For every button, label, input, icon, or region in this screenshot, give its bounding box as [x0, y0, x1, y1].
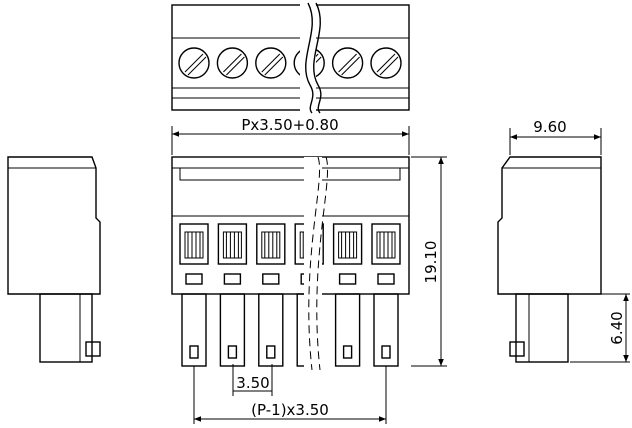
screw-row	[178, 47, 402, 79]
screw-head	[255, 47, 287, 79]
terminal-window	[256, 223, 286, 285]
terminal-row	[179, 223, 401, 285]
pin-row	[181, 293, 399, 367]
dim-height: 19.10	[411, 156, 447, 367]
dim-depth: 9.60	[509, 118, 602, 155]
dim-label-pin-length: 6.40	[608, 311, 626, 344]
terminal-window	[332, 223, 363, 285]
terminal-window	[371, 223, 401, 285]
screw-head	[331, 47, 364, 79]
dim-pin-length: 6.40	[570, 293, 630, 363]
dim-pitch: 3.50	[232, 364, 273, 396]
left-side-view	[7, 156, 101, 363]
top-view	[171, 2, 410, 114]
screw-head	[216, 47, 249, 79]
screw-head	[370, 47, 402, 79]
terminal-window	[217, 223, 248, 285]
dim-label-height: 19.10	[422, 241, 440, 284]
pin	[258, 293, 284, 367]
pin	[219, 293, 246, 367]
dim-label-pitch: 3.50	[236, 374, 269, 392]
pin	[334, 293, 361, 367]
right-side-view	[497, 156, 602, 363]
pin	[181, 293, 207, 367]
dim-overall-width: Px3.50+0.80	[171, 116, 410, 155]
front-view	[171, 156, 410, 371]
dim-label-overall-width: Px3.50+0.80	[241, 116, 338, 134]
terminal-window	[179, 223, 209, 285]
pin	[373, 293, 399, 367]
dim-label-depth: 9.60	[533, 118, 566, 136]
dim-pin-span: (P-1)x3.50	[193, 366, 387, 424]
dim-label-pin-span: (P-1)x3.50	[251, 401, 329, 419]
screw-head	[178, 47, 210, 79]
